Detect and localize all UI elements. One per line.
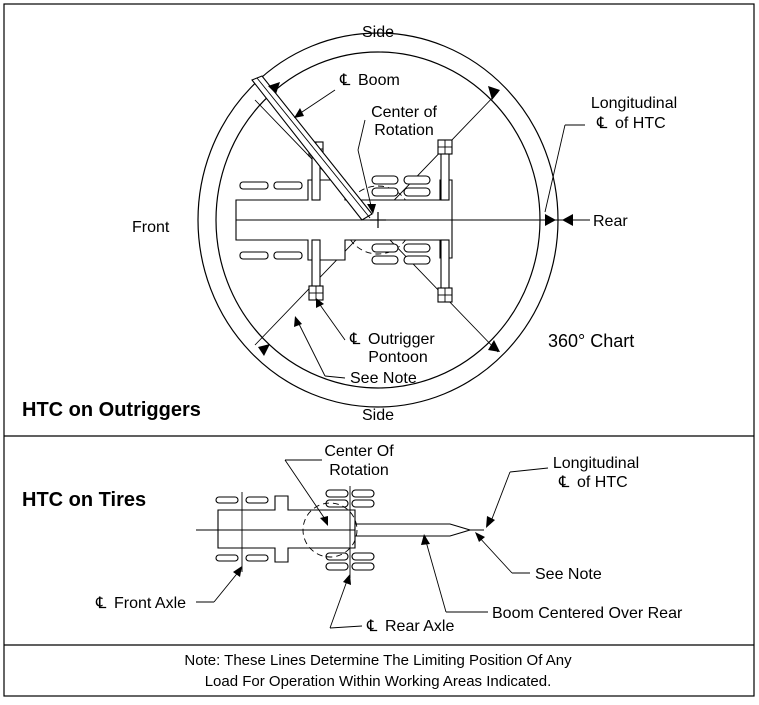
arrow-top-right xyxy=(488,86,500,100)
label-longitudinal: Longitudinal xyxy=(591,95,677,112)
title-tires: HTC on Tires xyxy=(22,489,146,511)
label-boom-centered: Boom Centered Over Rear xyxy=(492,605,683,622)
tires-leader-front-axle-b xyxy=(213,569,241,603)
label-side-top: Side xyxy=(362,24,394,41)
note-line-1: Note: These Lines Determine The Limiting… xyxy=(184,652,572,669)
arrow-rear-inner xyxy=(545,214,556,226)
tires-leader-boom-b xyxy=(424,537,447,613)
outer-border xyxy=(3,3,755,697)
outriggers-panel: Side Side Front Rear ℄ Boom Center of Ro… xyxy=(22,24,677,424)
centerline-symbol-outrigger: ℄ xyxy=(349,331,361,348)
tires-label-see-note: See Note xyxy=(535,566,602,583)
tires-centerline-symbol-htc: ℄ xyxy=(558,474,570,491)
tires-center-circle xyxy=(302,502,358,558)
tires-leader-long-a xyxy=(509,467,549,473)
label-cl-boom: Boom xyxy=(358,72,400,89)
tires-leader-rear-axle-a xyxy=(329,625,363,629)
label-rear-axle: Rear Axle xyxy=(385,618,454,635)
leader-outrigger xyxy=(317,301,346,341)
label-pontoon: Pontoon xyxy=(368,349,428,366)
title-outriggers: HTC on Outriggers xyxy=(22,399,201,421)
centerline-symbol-boom: ℄ xyxy=(339,72,351,89)
centerline-symbol-rear-axle: ℄ xyxy=(366,618,378,635)
tires-rear-tires xyxy=(325,489,375,571)
tires-panel: HTC on Tires xyxy=(22,443,683,635)
label-center-of: Center of xyxy=(371,104,437,121)
tires-label-rotation: Rotation xyxy=(329,462,389,479)
label-front: Front xyxy=(132,219,170,236)
tires-front-tires xyxy=(215,496,269,562)
leader-see-note-a xyxy=(324,375,346,379)
arrow-bottom-left xyxy=(258,344,270,356)
centerline-symbol-htc: ℄ xyxy=(596,115,608,132)
label-rear: Rear xyxy=(593,213,628,230)
arrow-rear-outer xyxy=(562,214,573,226)
tires-leader-long-b xyxy=(489,471,511,525)
label-of-htc: of HTC xyxy=(615,115,666,132)
tires-leader-see-note-b xyxy=(477,535,513,574)
label-side-bottom: Side xyxy=(362,407,394,424)
arrow-boom-circle xyxy=(268,82,280,94)
arrow-bottom-right xyxy=(488,340,500,352)
tires-label-longitudinal: Longitudinal xyxy=(553,455,639,472)
label-rotation: Rotation xyxy=(374,122,434,139)
label-outrigger: Outrigger xyxy=(368,331,435,348)
leader-cl-boom xyxy=(295,89,336,117)
tires-label-of-htc: of HTC xyxy=(577,474,628,491)
tires-label-center-of: Center Of xyxy=(324,443,394,460)
tires-boom xyxy=(354,523,472,537)
label-front-axle: Front Axle xyxy=(114,595,186,612)
leader-center-rotation-a xyxy=(357,119,366,151)
label-360-chart: 360° Chart xyxy=(548,331,634,351)
tires-leader-center-b xyxy=(284,459,328,523)
leader-center-rotation-b xyxy=(357,149,373,211)
tires-leader-rear-axle-b xyxy=(329,577,349,629)
leader-long-htc-b xyxy=(544,124,566,213)
front-tires xyxy=(239,181,303,260)
rear-tires xyxy=(371,175,431,265)
note-line-2: Load For Operation Within Working Areas … xyxy=(205,673,552,690)
centerline-symbol-front-axle: ℄ xyxy=(95,595,107,612)
leader-see-note-b xyxy=(296,319,326,377)
label-see-note-outriggers: See Note xyxy=(350,370,417,387)
